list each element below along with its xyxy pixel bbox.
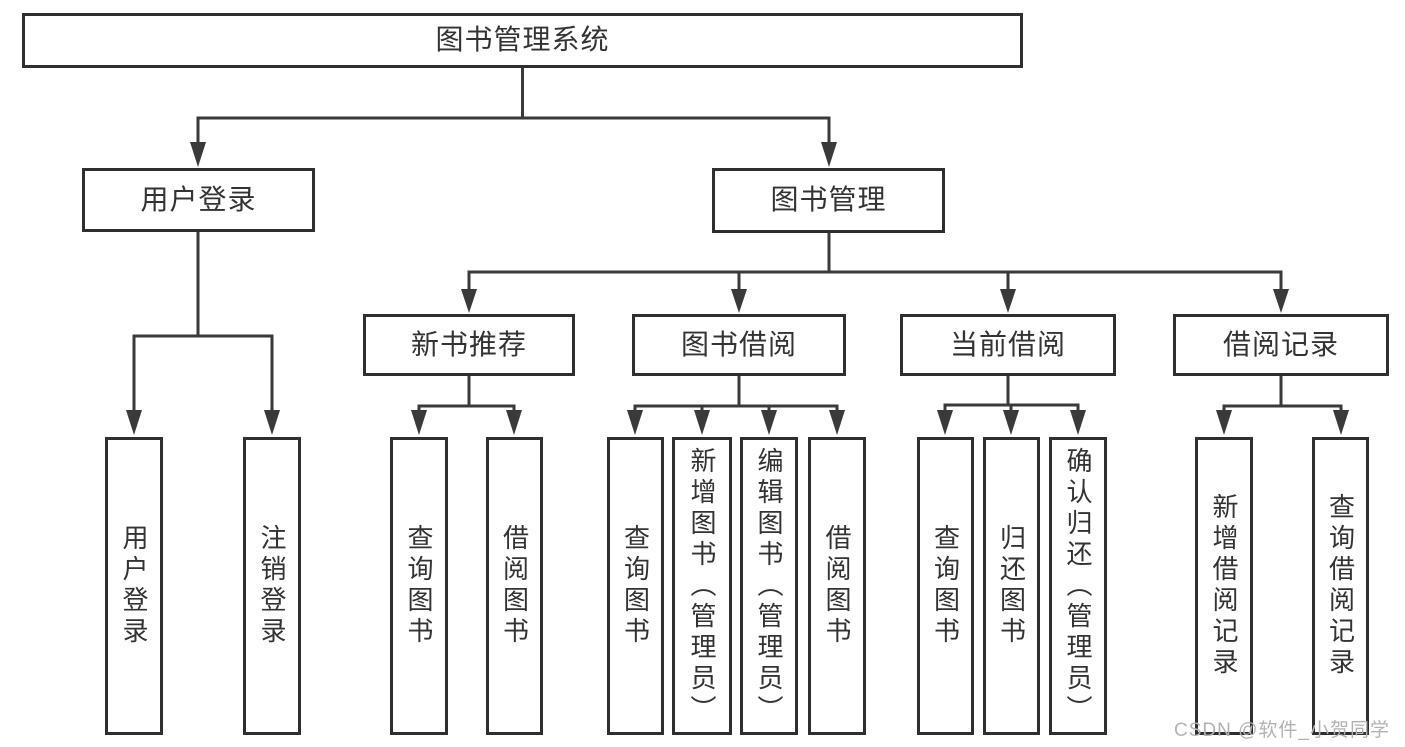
leaf-newrec-borrow-books: 借阅图书 [486,437,543,735]
node-new-book-recommend: 新书推荐 [363,314,575,376]
node-borrow-records: 借阅记录 [1173,314,1389,376]
leaf-current-return-books: 归还图书 [983,437,1040,735]
leaf-records-query-record: 查询借阅记录 [1312,437,1369,735]
arrowheads [126,142,1349,435]
leaf-records-add-record: 新增借阅记录 [1195,437,1253,735]
leaf-user-login: 用户登录 [105,437,163,735]
node-book-borrow: 图书借阅 [632,314,846,376]
leaf-newrec-query-books: 查询图书 [390,437,448,735]
leaf-current-confirm-return-admin: 确认归还（管理员） [1049,437,1107,735]
csdn-watermark: CSDN @软件_小贺同学 [1174,720,1390,741]
node-root-system: 图书管理系统 [22,13,1023,68]
leaf-borrow-edit-books-admin: 编辑图书（管理员） [740,437,798,735]
node-current-borrow: 当前借阅 [900,314,1116,376]
leaf-borrow-borrow-books: 借阅图书 [808,437,866,735]
leaf-borrow-add-books-admin: 新增图书（管理员） [672,437,732,735]
node-user-login: 用户登录 [82,168,315,232]
leaf-current-query-books: 查询图书 [917,437,974,735]
leaf-borrow-query-books: 查询图书 [607,437,664,735]
leaf-logout: 注销登录 [243,437,301,735]
node-book-management: 图书管理 [712,168,945,233]
